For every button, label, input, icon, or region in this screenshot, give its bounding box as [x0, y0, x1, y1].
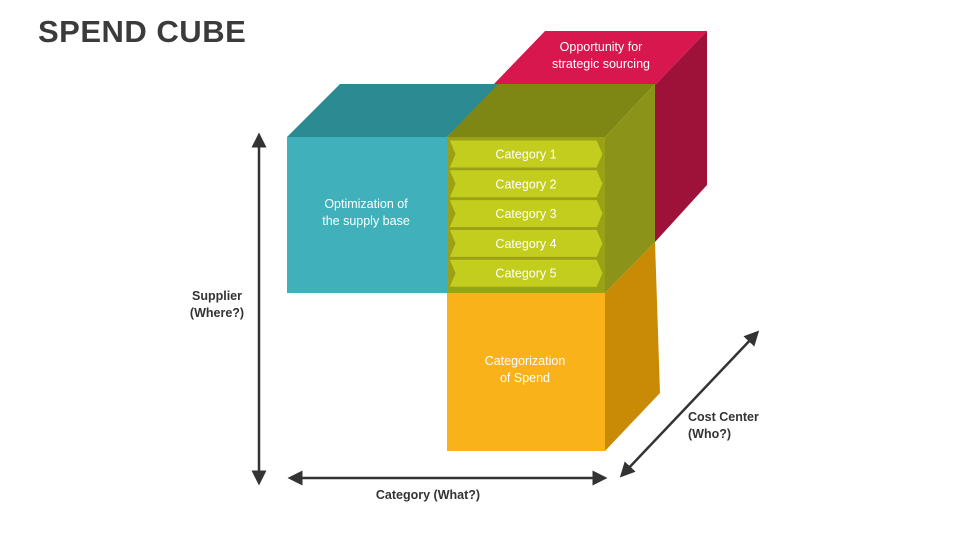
category-chevron — [448, 258, 604, 288]
optimization-block — [287, 84, 500, 293]
category-chevron — [448, 199, 604, 229]
category-chevron — [448, 228, 604, 258]
cost-center-axis-label-line1: Cost Center — [688, 410, 759, 424]
categorization-label-line2: of Spend — [500, 371, 550, 385]
category-chevron — [448, 169, 604, 199]
category-item: Category 3 — [448, 199, 604, 229]
category-label: Category 3 — [495, 207, 556, 221]
supplier-axis-label-line1: Supplier — [192, 289, 242, 303]
category-item: Category 2 — [448, 169, 604, 199]
category-item: Category 4 — [448, 228, 604, 258]
opportunity-label-line2: strategic sourcing — [552, 57, 650, 71]
opportunity-side-face — [655, 31, 707, 242]
optimization-label-line2: the supply base — [322, 214, 410, 228]
category-label: Category 2 — [495, 177, 556, 191]
opportunity-top-face — [493, 31, 707, 85]
category-chevron — [448, 139, 604, 169]
categorization-front-face — [447, 293, 605, 451]
cost-center-axis-arrow — [619, 330, 760, 478]
category-side-face — [605, 84, 655, 293]
cost-center-axis-label-line2: (Who?) — [688, 427, 731, 441]
category-axis-label: Category (What?) — [376, 488, 480, 502]
optimization-label-line1: Optimization of — [324, 197, 408, 211]
category-top-face — [447, 84, 655, 137]
supplier-axis-label-line2: (Where?) — [190, 306, 244, 320]
category-item: Category 1 — [448, 139, 604, 169]
category-list: Category 1 Category 2 Category 3 Category 4… — [448, 139, 604, 288]
category-label: Category 1 — [495, 148, 556, 162]
categorization-label-line1: Categorization — [485, 354, 566, 368]
category-label: Category 4 — [495, 237, 556, 251]
page-title: SPEND CUBE — [38, 14, 247, 49]
optimization-top-face — [287, 84, 500, 137]
opportunity-label-line1: Opportunity for — [560, 40, 643, 54]
category-item: Category 5 — [448, 258, 604, 288]
opportunity-block — [493, 31, 707, 242]
category-label: Category 5 — [495, 267, 556, 281]
optimization-front-face — [287, 137, 447, 293]
